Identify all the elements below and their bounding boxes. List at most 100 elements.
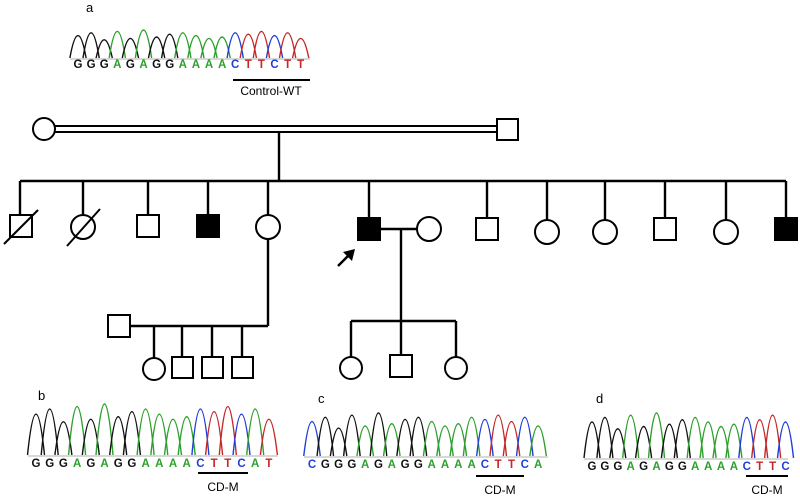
base-call: T [258,59,265,71]
base-call: C [308,459,316,471]
trace-peak [776,421,795,459]
base-call: A [155,458,163,470]
proband [357,217,381,241]
base-call: G [600,461,609,473]
base-call: T [284,59,291,71]
base-call: G [414,459,423,471]
base-call: A [141,458,149,470]
trace-peak [213,36,231,59]
annotation-b: CD-M [207,480,238,494]
base-call: T [769,461,776,473]
base-call: G [127,458,136,470]
trace-peak [136,408,155,456]
trace-peak [246,408,265,456]
base-call: T [508,459,515,471]
trace-peak [622,414,640,459]
gen2-deceased-female [66,208,101,247]
base-call: A [183,458,191,470]
base-call: A [169,458,177,470]
base-call: G [100,59,109,71]
base-call: A [205,59,213,71]
base-call: T [265,458,272,470]
base-call: G [678,461,687,473]
trace-peak [647,412,666,459]
trace-peak [259,418,279,456]
base-call: A [691,461,699,473]
base-call: G [114,458,123,470]
base-call: A [139,59,147,71]
base-call: C [781,461,789,473]
base-call: C [231,59,239,71]
base-call: A [441,459,449,471]
panel-label-c: c [318,391,325,406]
base-call: T [211,458,218,470]
base-call: A [730,461,738,473]
base-call: G [165,59,174,71]
base-call: A [100,458,108,470]
annotation-c: CD-M [484,483,515,497]
base-call: A [192,59,200,71]
trace-peak [529,425,548,457]
gen2-female-unaffected [592,219,618,245]
base-call: C [743,461,751,473]
trace-peak [218,405,237,456]
gen2-left-spouse [107,314,131,338]
base-call: G [87,59,96,71]
base-call: A [652,461,660,473]
base-call: A [467,459,475,471]
base-call: T [756,461,763,473]
base-call: G [588,461,597,473]
base-call: G [45,458,54,470]
trace-peak [369,412,388,457]
base-call: A [251,458,259,470]
base-call: T [495,459,502,471]
base-call: G [74,59,83,71]
base-call: A [218,59,226,71]
gen2-female-unaffected [713,219,739,245]
base-call: G [374,459,383,471]
trace-peak [291,37,310,59]
gen3-left-male [201,356,224,379]
gen3-left-male [231,356,254,379]
gen3-right-female [444,356,468,380]
gen2-deceased-male [3,209,39,245]
trace-peak [316,416,335,457]
base-call: A [361,459,369,471]
base-call: G [321,459,330,471]
panel-label-b: b [38,388,45,403]
base-call: G [59,458,68,470]
base-call: G [334,459,343,471]
base-call: T [224,458,231,470]
base-call: A [627,461,635,473]
base-call: A [704,461,712,473]
base-call: G [639,461,648,473]
gen2-male-unaffected [475,217,499,241]
trace-peak [342,414,361,457]
base-call: T [245,59,252,71]
gen2-male-affected [774,217,798,241]
proband-arrow-icon [337,249,355,267]
base-call: G [347,459,356,471]
gen2-male-unaffected [653,217,677,241]
trace-peak [121,37,140,59]
gen1-mother [32,117,56,141]
base-call: A [73,458,81,470]
base-call: G [613,461,622,473]
trace-peak [95,39,114,59]
base-call: C [481,459,489,471]
annotation-a: Control-WT [240,84,302,98]
gen3-left-male [171,356,194,379]
panel-label-d: d [596,391,603,406]
base-call: A [428,459,436,471]
base-call: C [196,458,204,470]
trace-peak [515,416,534,457]
base-call: G [126,59,135,71]
trace-peak [95,403,114,456]
base-call: G [86,458,95,470]
panel-label-a: a [86,0,94,15]
gen1-father [496,118,519,141]
base-call: T [297,59,304,71]
base-call: C [237,458,245,470]
